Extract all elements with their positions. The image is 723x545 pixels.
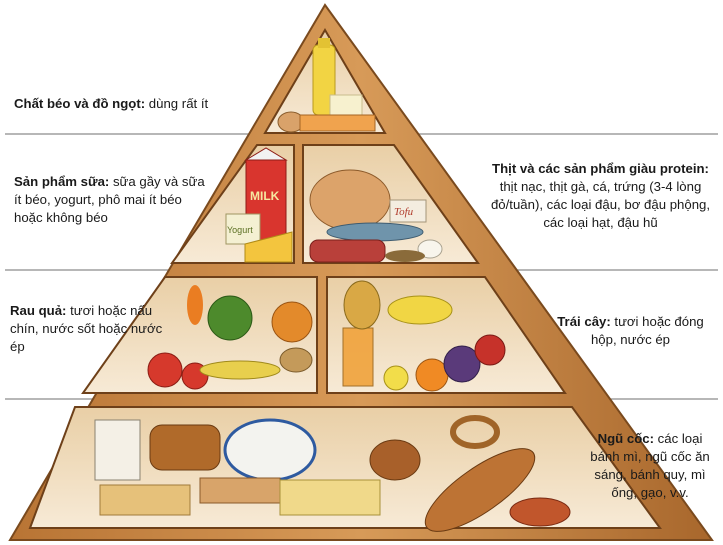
grapes	[443, 345, 481, 383]
label-vegetables-title: Rau quả:	[10, 303, 67, 318]
label-protein-desc: thịt nạc, thịt gà, cá, trứng (3-4 lòng đ…	[490, 179, 711, 230]
milk-label: MILK	[250, 189, 280, 203]
label-fats-sweets: Chất béo và đồ ngọt: dùng rất ít	[14, 95, 274, 113]
label-dairy-title: Sản phẩm sữa:	[14, 174, 110, 189]
cheese-wedge	[244, 231, 293, 263]
bread-slices	[199, 477, 281, 504]
rice-bowl	[223, 418, 317, 482]
pasta	[279, 479, 381, 516]
grain-bowl	[509, 497, 571, 527]
tofu-label: Tofu	[394, 206, 414, 218]
grain-foods	[94, 415, 571, 532]
juice-glass	[342, 327, 374, 387]
crackers	[99, 484, 191, 516]
yogurt-label: Yogurt	[227, 225, 253, 235]
chicken	[309, 169, 391, 231]
fats-foods	[277, 38, 376, 133]
cereal-box	[94, 419, 141, 481]
label-fruits-title: Trái cây:	[557, 314, 611, 329]
label-vegetables-desc: tươi hoặc nấu chín, nước sốt hoặc nước é…	[10, 303, 163, 354]
roll-bread	[369, 439, 421, 481]
bananas	[387, 295, 453, 325]
label-vegetables: Rau quả: tươi hoặc nấu chín, nước sốt ho…	[10, 302, 175, 356]
pretzel	[450, 415, 500, 449]
beans	[385, 250, 425, 262]
broccoli	[207, 295, 253, 341]
pumpkin	[271, 301, 313, 343]
label-protein: Thịt và các sản phẩm giàu protein: thịt …	[488, 160, 713, 232]
apple	[474, 334, 506, 366]
tofu-block	[389, 199, 427, 223]
label-dairy: Sản phẩm sữa: sữa gầy và sữa ít béo, yog…	[14, 173, 214, 227]
pineapple	[343, 280, 381, 330]
orange	[415, 358, 449, 392]
carrots	[187, 285, 203, 325]
fruit-foods	[342, 280, 506, 392]
meat-steak	[309, 239, 386, 263]
sweets-box	[299, 114, 376, 132]
potato	[279, 347, 313, 373]
fish	[326, 222, 424, 242]
label-protein-title: Thịt và các sản phẩm giàu protein:	[492, 161, 709, 176]
yogurt-cup	[225, 213, 261, 245]
dairy-foods: MILK Yogurt	[225, 147, 293, 263]
tomato	[147, 352, 183, 388]
baguette	[424, 448, 536, 532]
lemon	[383, 365, 409, 391]
label-fats-title: Chất béo và đồ ngọt:	[14, 96, 146, 111]
vegetable-foods	[147, 285, 313, 390]
shelf-fruits	[326, 276, 567, 394]
bread-loaf	[149, 424, 221, 471]
label-grains-desc: các loại bánh mì, ngũ cốc ăn sáng, bánh …	[590, 431, 710, 500]
label-fruits: Trái cây: tươi hoặc đóng hộp, nước ép	[548, 313, 713, 349]
label-grains: Ngũ cốc: các loại bánh mì, ngũ cốc ăn sá…	[585, 430, 715, 502]
egg	[417, 239, 443, 259]
label-dairy-desc: sữa gầy và sữa ít béo, yogurt, phô mai í…	[14, 174, 205, 225]
butter	[329, 94, 363, 118]
label-grains-title: Ngũ cốc:	[597, 431, 655, 446]
label-fats-desc: dùng rất ít	[145, 96, 209, 111]
corn	[199, 360, 281, 380]
protein-foods: Tofu	[309, 169, 443, 263]
label-fruits-desc: tươi hoặc đóng hộp, nước ép	[590, 314, 704, 347]
